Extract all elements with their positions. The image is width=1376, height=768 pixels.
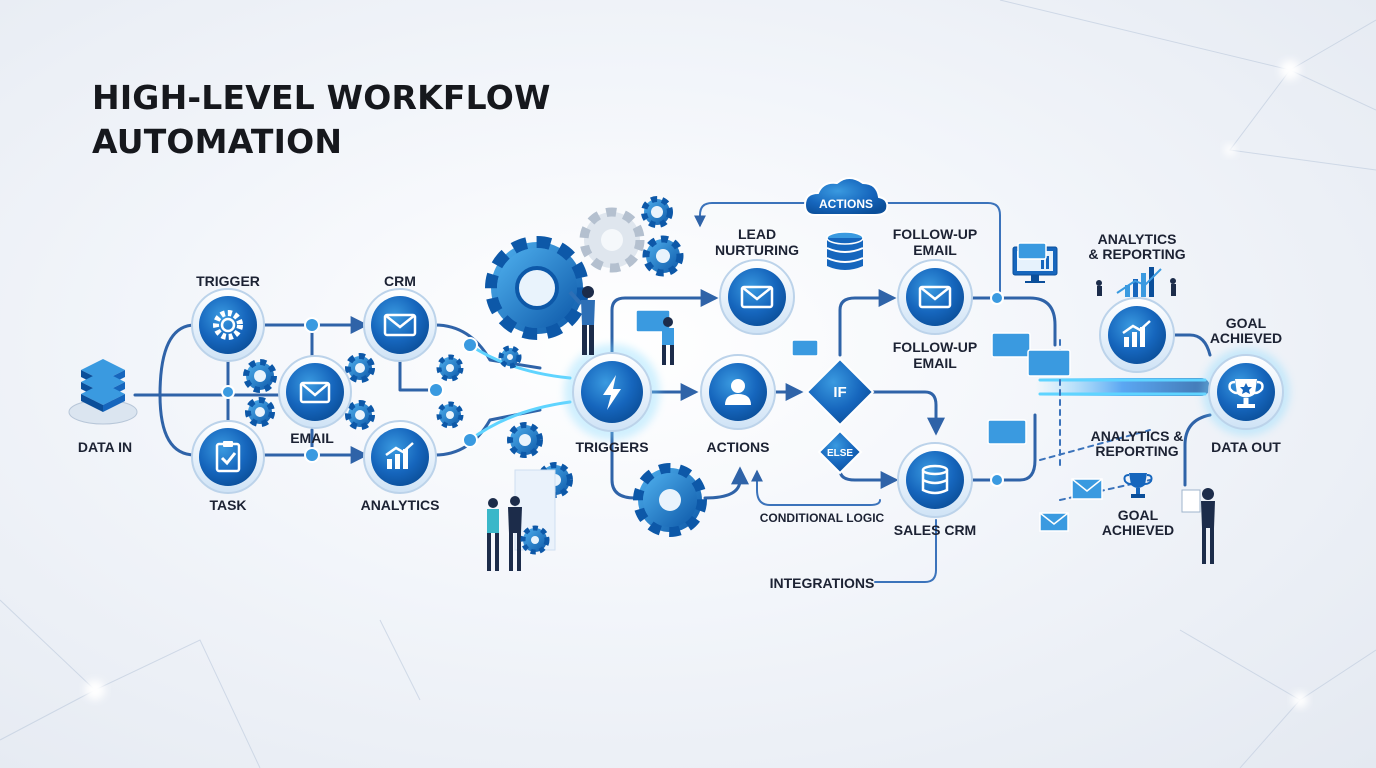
task-node bbox=[191, 420, 265, 494]
crm-label: CRM bbox=[384, 273, 416, 289]
integrations-label: INTEGRATIONS bbox=[770, 575, 875, 591]
actions-node bbox=[700, 354, 776, 430]
goal-achieved-top-line-1: GOAL bbox=[1226, 315, 1267, 331]
goal-achieved-bottom-line-1: GOAL bbox=[1118, 507, 1159, 523]
sales-crm-node bbox=[897, 442, 973, 518]
actions-label: ACTIONS bbox=[707, 439, 770, 455]
person-presenting bbox=[1181, 488, 1215, 564]
follow-up-email-node bbox=[897, 259, 973, 335]
conditional-logic-label: CONDITIONAL LOGIC bbox=[760, 511, 885, 525]
actions-cloud bbox=[803, 177, 889, 216]
chat-bubble-icons bbox=[635, 242, 1071, 445]
analytics-reporting-node bbox=[1099, 297, 1175, 373]
gear-cluster-large bbox=[485, 196, 684, 340]
user-icon bbox=[725, 379, 751, 405]
follow-up-email-bottom-line-2: EMAIL bbox=[913, 355, 957, 371]
gear-cluster-bottom bbox=[507, 422, 707, 537]
follow-up-email-top-line-2: EMAIL bbox=[913, 242, 957, 258]
analytics-reporting-bottom-line-1: ANALYTICS & bbox=[1091, 428, 1184, 444]
email-node bbox=[278, 355, 352, 429]
lead-nurturing-line-2: NURTURING bbox=[715, 242, 799, 258]
triggers-label: TRIGGERS bbox=[575, 439, 648, 455]
growth-chart-illustration bbox=[1096, 267, 1176, 297]
trophy-icon bbox=[1123, 473, 1153, 498]
trophy-icon bbox=[1228, 379, 1264, 408]
actions-cloud-label: ACTIONS bbox=[819, 197, 873, 211]
envelope-icon bbox=[383, 313, 417, 337]
sales-crm-label: SALES CRM bbox=[894, 522, 976, 538]
follow-up-email-top-line-1: FOLLOW-UP bbox=[893, 226, 977, 242]
database-icon bbox=[826, 231, 864, 270]
envelope-icon bbox=[918, 285, 952, 309]
trigger-node bbox=[191, 288, 265, 362]
analytics-reporting-top-line-1: ANALYTICS bbox=[1098, 231, 1177, 247]
gear-icon bbox=[213, 310, 243, 340]
analytics-node bbox=[363, 420, 437, 494]
flow-connectors bbox=[133, 202, 1212, 583]
if-label: IF bbox=[833, 384, 846, 401]
follow-up-email-bottom-line-1: FOLLOW-UP bbox=[893, 339, 977, 355]
bar-chart-icon bbox=[1122, 320, 1151, 347]
title-line-1: HIGH-LEVEL WORKFLOW bbox=[92, 78, 551, 117]
analytics-label: ANALYTICS bbox=[361, 497, 440, 513]
trigger-label: TRIGGER bbox=[196, 273, 260, 289]
database-icon bbox=[921, 464, 949, 495]
bar-chart-icon bbox=[385, 442, 414, 469]
title-line-2: AUTOMATION bbox=[92, 122, 343, 161]
data-out-node bbox=[1202, 348, 1290, 436]
email-label: EMAIL bbox=[290, 430, 334, 446]
else-label: ELSE bbox=[827, 448, 853, 459]
clipboard-check-icon bbox=[215, 441, 241, 473]
mail-icons bbox=[1039, 478, 1103, 532]
analytics-reporting-top-line-2: & REPORTING bbox=[1088, 246, 1185, 262]
else-node bbox=[817, 429, 863, 475]
triggers-node bbox=[564, 344, 660, 440]
data-out-label: DATA OUT bbox=[1211, 439, 1281, 455]
team-people-illustration bbox=[487, 469, 556, 571]
joint-dots bbox=[221, 291, 1004, 487]
gear-cluster-small-left bbox=[243, 345, 522, 430]
envelope-icon bbox=[740, 285, 774, 309]
crm-node bbox=[363, 288, 437, 362]
person-with-laptop bbox=[662, 317, 674, 365]
data-in-node bbox=[68, 359, 138, 425]
goal-achieved-bottom-line-2: ACHIEVED bbox=[1102, 522, 1174, 538]
data-in-label: DATA IN bbox=[78, 439, 132, 455]
email-icon bbox=[299, 381, 331, 404]
person-gear-worker bbox=[568, 286, 595, 355]
task-label: TASK bbox=[209, 497, 246, 513]
lightning-icon bbox=[603, 375, 621, 410]
cloud-icon bbox=[803, 177, 889, 216]
if-node bbox=[805, 357, 875, 427]
background-sparkles bbox=[85, 60, 1308, 708]
lead-nurturing-line-1: LEAD bbox=[738, 226, 776, 242]
page-title: HIGH-LEVEL WORKFLOW AUTOMATION bbox=[92, 76, 551, 164]
server-stack-icon bbox=[81, 359, 125, 412]
analytics-reporting-bottom-line-2: REPORTING bbox=[1095, 443, 1178, 459]
goal-achieved-top-line-2: ACHIEVED bbox=[1210, 330, 1282, 346]
lead-nurturing-node bbox=[719, 259, 795, 335]
